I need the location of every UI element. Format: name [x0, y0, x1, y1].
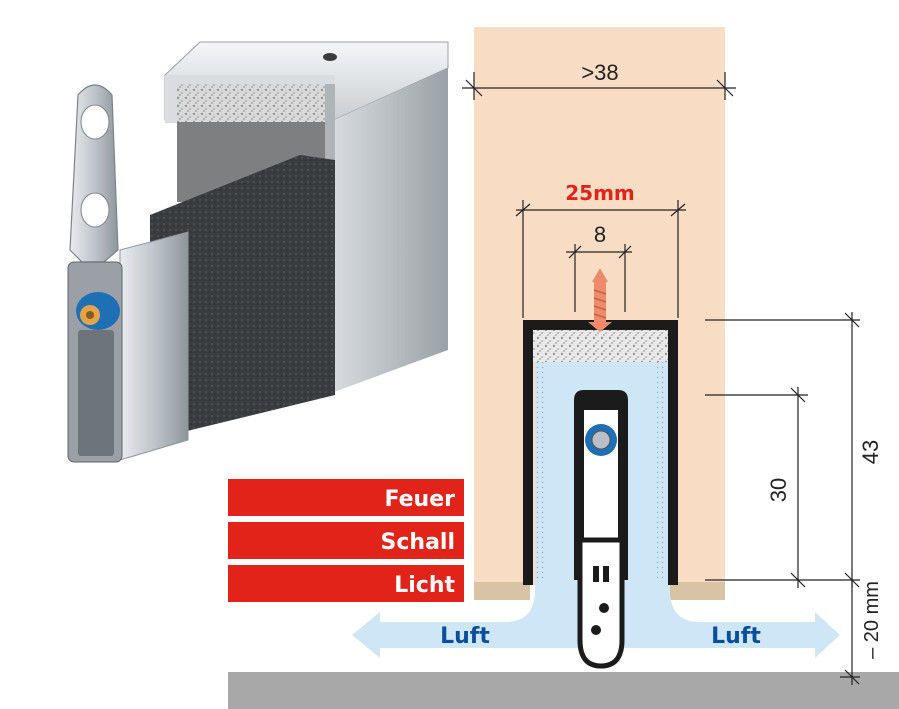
- gravel-fill: [533, 330, 668, 362]
- tag-feuer-label: Feuer: [385, 487, 456, 512]
- bracket-hole-bottom: [80, 192, 110, 228]
- tag-licht: Licht: [228, 565, 464, 602]
- tag-feuer: Feuer: [228, 479, 464, 516]
- dim-screw-spacing: 8: [594, 222, 606, 247]
- seal-slot-2: [603, 566, 609, 582]
- dim-seal-height: 30: [766, 478, 791, 502]
- dim-profile-height: 43: [858, 440, 883, 464]
- luft-left-label: Luft: [440, 624, 490, 649]
- dim-drop: – 20 mm: [861, 581, 883, 659]
- screw-icon: [588, 268, 612, 332]
- dotted-insulation-left: [536, 362, 544, 582]
- dimension-lines: [462, 72, 860, 685]
- seal-rivet-2: [591, 625, 601, 635]
- dim-mount-width: 25mm: [565, 181, 635, 205]
- housing-gravel-insert: [177, 84, 327, 122]
- tag-schall: Schall: [228, 522, 464, 559]
- dotted-insulation-right: [657, 362, 665, 582]
- seal-slot-1: [593, 566, 599, 582]
- seal-rivet-1: [599, 603, 609, 613]
- end-cap-plate: [119, 231, 189, 461]
- seal-channel: [78, 330, 114, 456]
- door-bottom-strip-left: [474, 582, 530, 600]
- tag-licht-label: Licht: [394, 573, 455, 598]
- spring-pin-icon: [76, 292, 120, 330]
- dim-door-width: >38: [581, 60, 618, 85]
- seal-blade: [577, 537, 625, 669]
- screw-bolt-icon: [585, 424, 617, 456]
- foam-block: [150, 155, 335, 440]
- door-bottom-strip-right: [670, 582, 725, 600]
- floor: [228, 672, 899, 709]
- bracket-hole-top: [80, 104, 110, 140]
- product-photo: [67, 41, 449, 463]
- mounting-hole: [323, 53, 337, 61]
- housing-side-face: [334, 68, 448, 392]
- luft-right-label: Luft: [711, 624, 761, 649]
- tag-schall-label: Schall: [381, 530, 455, 555]
